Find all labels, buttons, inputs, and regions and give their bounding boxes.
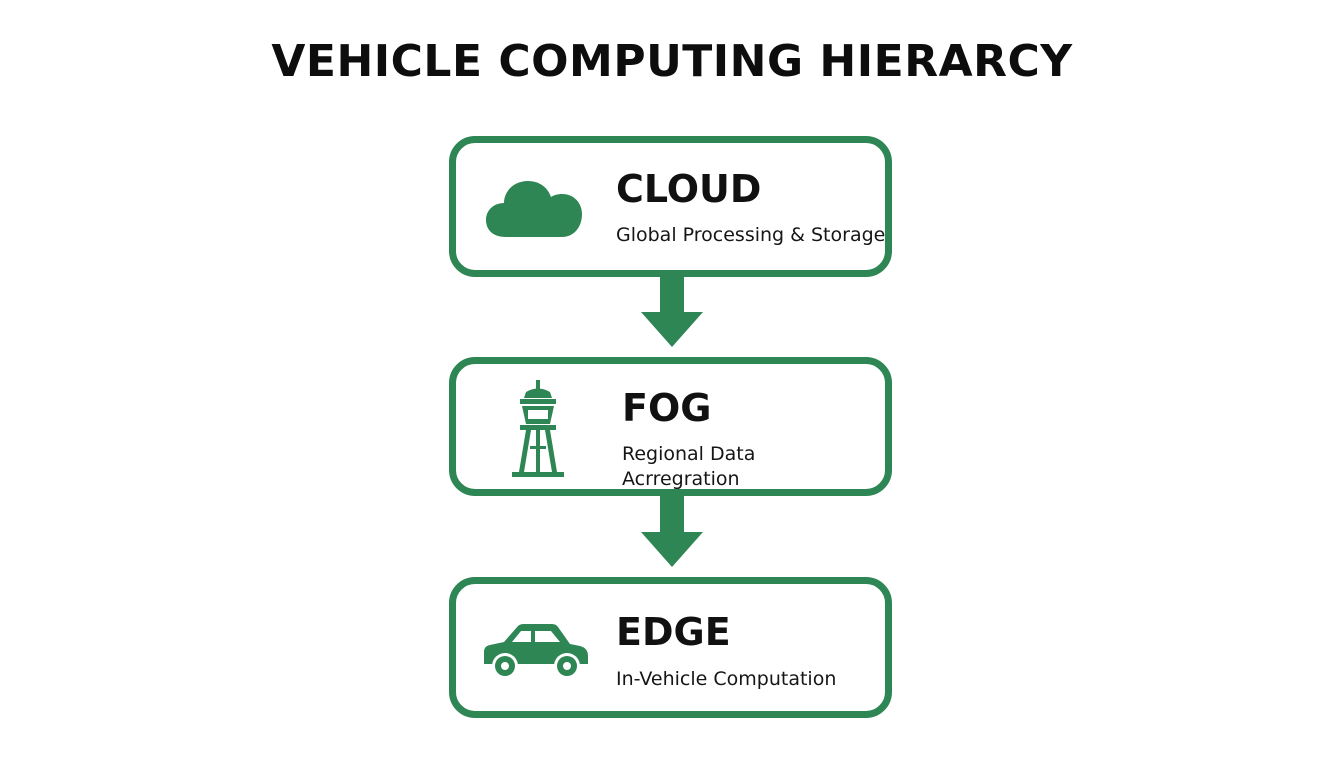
layer-description-edge: In-Vehicle Computation <box>616 668 837 690</box>
arrow-down-icon <box>641 276 703 348</box>
arrow-down-icon <box>641 496 703 568</box>
layer-description-fog: Regional Data Acrregration <box>622 443 756 490</box>
layer-description-cloud: Global Processing & Storage <box>616 224 886 246</box>
layer-box-cloud: CLOUD Global Processing & Storage <box>449 136 892 277</box>
layer-box-edge: EDGE In-Vehicle Computation <box>449 577 892 718</box>
car-icon <box>476 620 592 682</box>
layer-box-fog: FOG Regional Data Acrregration <box>449 357 892 496</box>
cloud-icon <box>482 173 586 239</box>
layer-name-cloud: CLOUD <box>616 167 762 211</box>
layer-name-edge: EDGE <box>616 610 731 654</box>
diagram-title: VEHICLE COMPUTING HIERARCY <box>271 36 1073 87</box>
layer-name-fog: FOG <box>622 386 712 430</box>
tower-icon <box>506 380 570 480</box>
